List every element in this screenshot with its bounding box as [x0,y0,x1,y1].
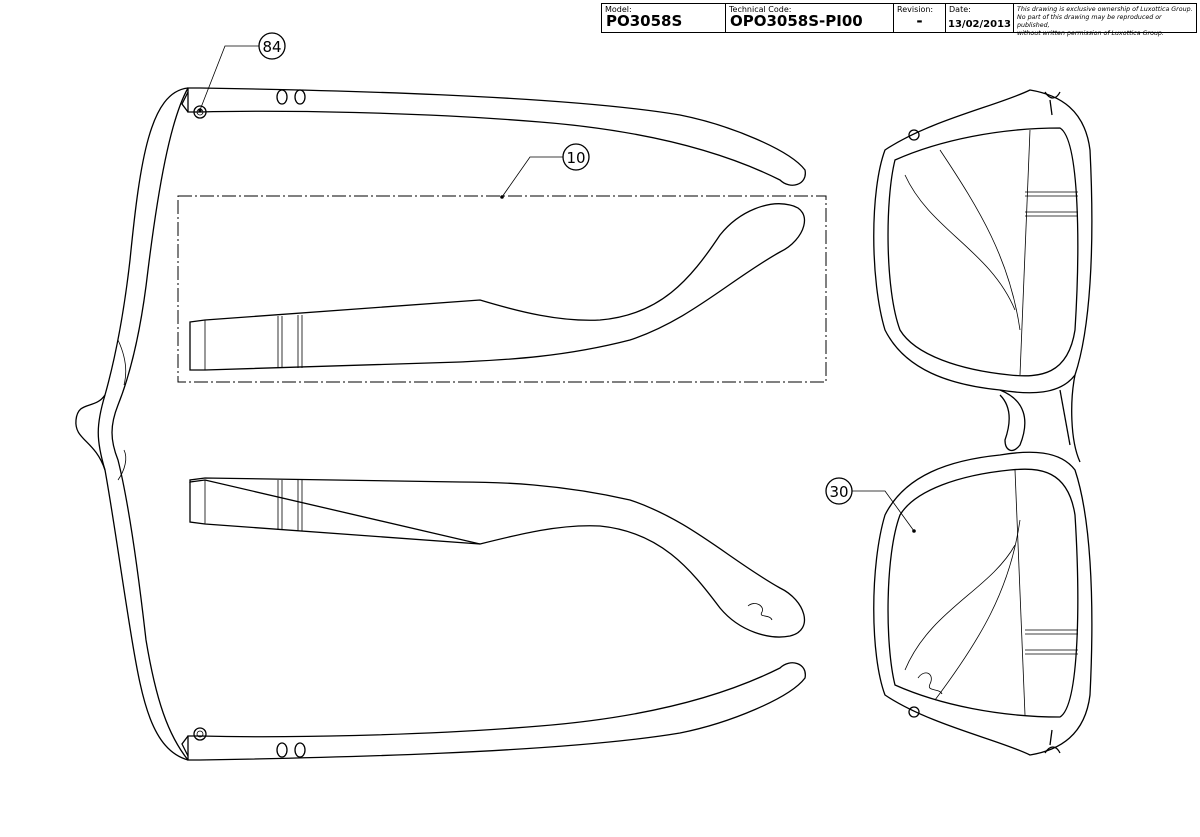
notice-line-2: No part of this drawing may be reproduce… [1017,14,1162,29]
revision-cell: Revision: - [894,4,946,32]
callout-label-84: 84 [262,38,281,56]
temple-side-view-lower [189,477,806,638]
model-label: Model: [605,5,632,14]
callout-10: 10 [500,143,590,199]
screw-top [193,105,207,119]
temple-side-view-upper [189,203,806,371]
callout-84: 84 [198,32,286,112]
logo-mark-lens [917,672,943,695]
title-block: Model: PO3058S Technical Code: OPO3058S-… [601,3,1197,37]
date-value: 13/02/2013 [948,19,1011,30]
temple-top [181,87,806,186]
model-value: PO3058S [606,12,683,30]
notice-line-3: without written permission of Luxottica … [1017,30,1164,37]
technical-code-cell: Technical Code: OPO3058S-PI00 [726,4,894,32]
technical-code-value: OPO3058S-PI00 [730,12,863,30]
technical-code-label: Technical Code: [729,5,792,14]
ownership-notice: This drawing is exclusive ownership of L… [1014,4,1196,37]
date-label: Date: [949,5,971,14]
frame-front-view [873,89,1093,756]
frame-front-top-view [75,87,189,761]
date-cell: Date: 13/02/2013 [946,4,1014,32]
detail-box-10 [177,195,827,383]
logo-mark-temple [747,603,773,621]
callout-label-10: 10 [566,149,585,167]
screw-bottom [193,727,207,741]
notice-line-1: This drawing is exclusive ownership of L… [1017,6,1193,13]
revision-label: Revision: [897,5,934,14]
callout-label-30: 30 [829,483,848,501]
revision-value: - [916,12,923,30]
callout-30: 30 [825,477,916,533]
temple-bottom [181,662,806,761]
model-cell: Model: PO3058S [602,4,726,32]
